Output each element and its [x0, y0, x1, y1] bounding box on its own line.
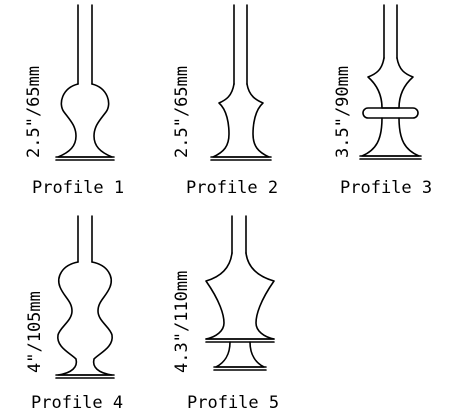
profile-3-name-label: Profile 3 — [340, 178, 433, 198]
profile-5: 4.3"/110mm Profile 5 — [150, 205, 300, 414]
profile-2-drawing — [210, 4, 272, 161]
profile-4: 4"/105mm Profile 4 — [0, 205, 150, 414]
profile-2-size-label: 2.5"/65mm — [172, 65, 192, 158]
profile-1-drawing — [55, 4, 115, 161]
profile-2-name-label: Profile 2 — [186, 178, 279, 198]
profile-5-size-label: 4.3"/110mm — [172, 270, 192, 373]
profile-2: 2.5"/65mm Profile 2 — [150, 0, 300, 205]
profile-4-size-label: 4"/105mm — [25, 291, 45, 373]
profile-4-name-label: Profile 4 — [31, 393, 124, 413]
profile-1: 2.5"/65mm Profile 1 — [0, 0, 150, 205]
profile-1-size-label: 2.5"/65mm — [24, 65, 44, 158]
profile-5-name-label: Profile 5 — [187, 393, 280, 413]
profile-1-name-label: Profile 1 — [32, 178, 125, 198]
profile-3-size-label: 3.5"/90mm — [333, 65, 353, 158]
profile-3-drawing — [359, 4, 422, 160]
profile-3: 3.5"/90mm Profile 3 — [300, 0, 453, 205]
profile-5-drawing — [205, 215, 275, 371]
profile-4-drawing — [55, 215, 115, 379]
